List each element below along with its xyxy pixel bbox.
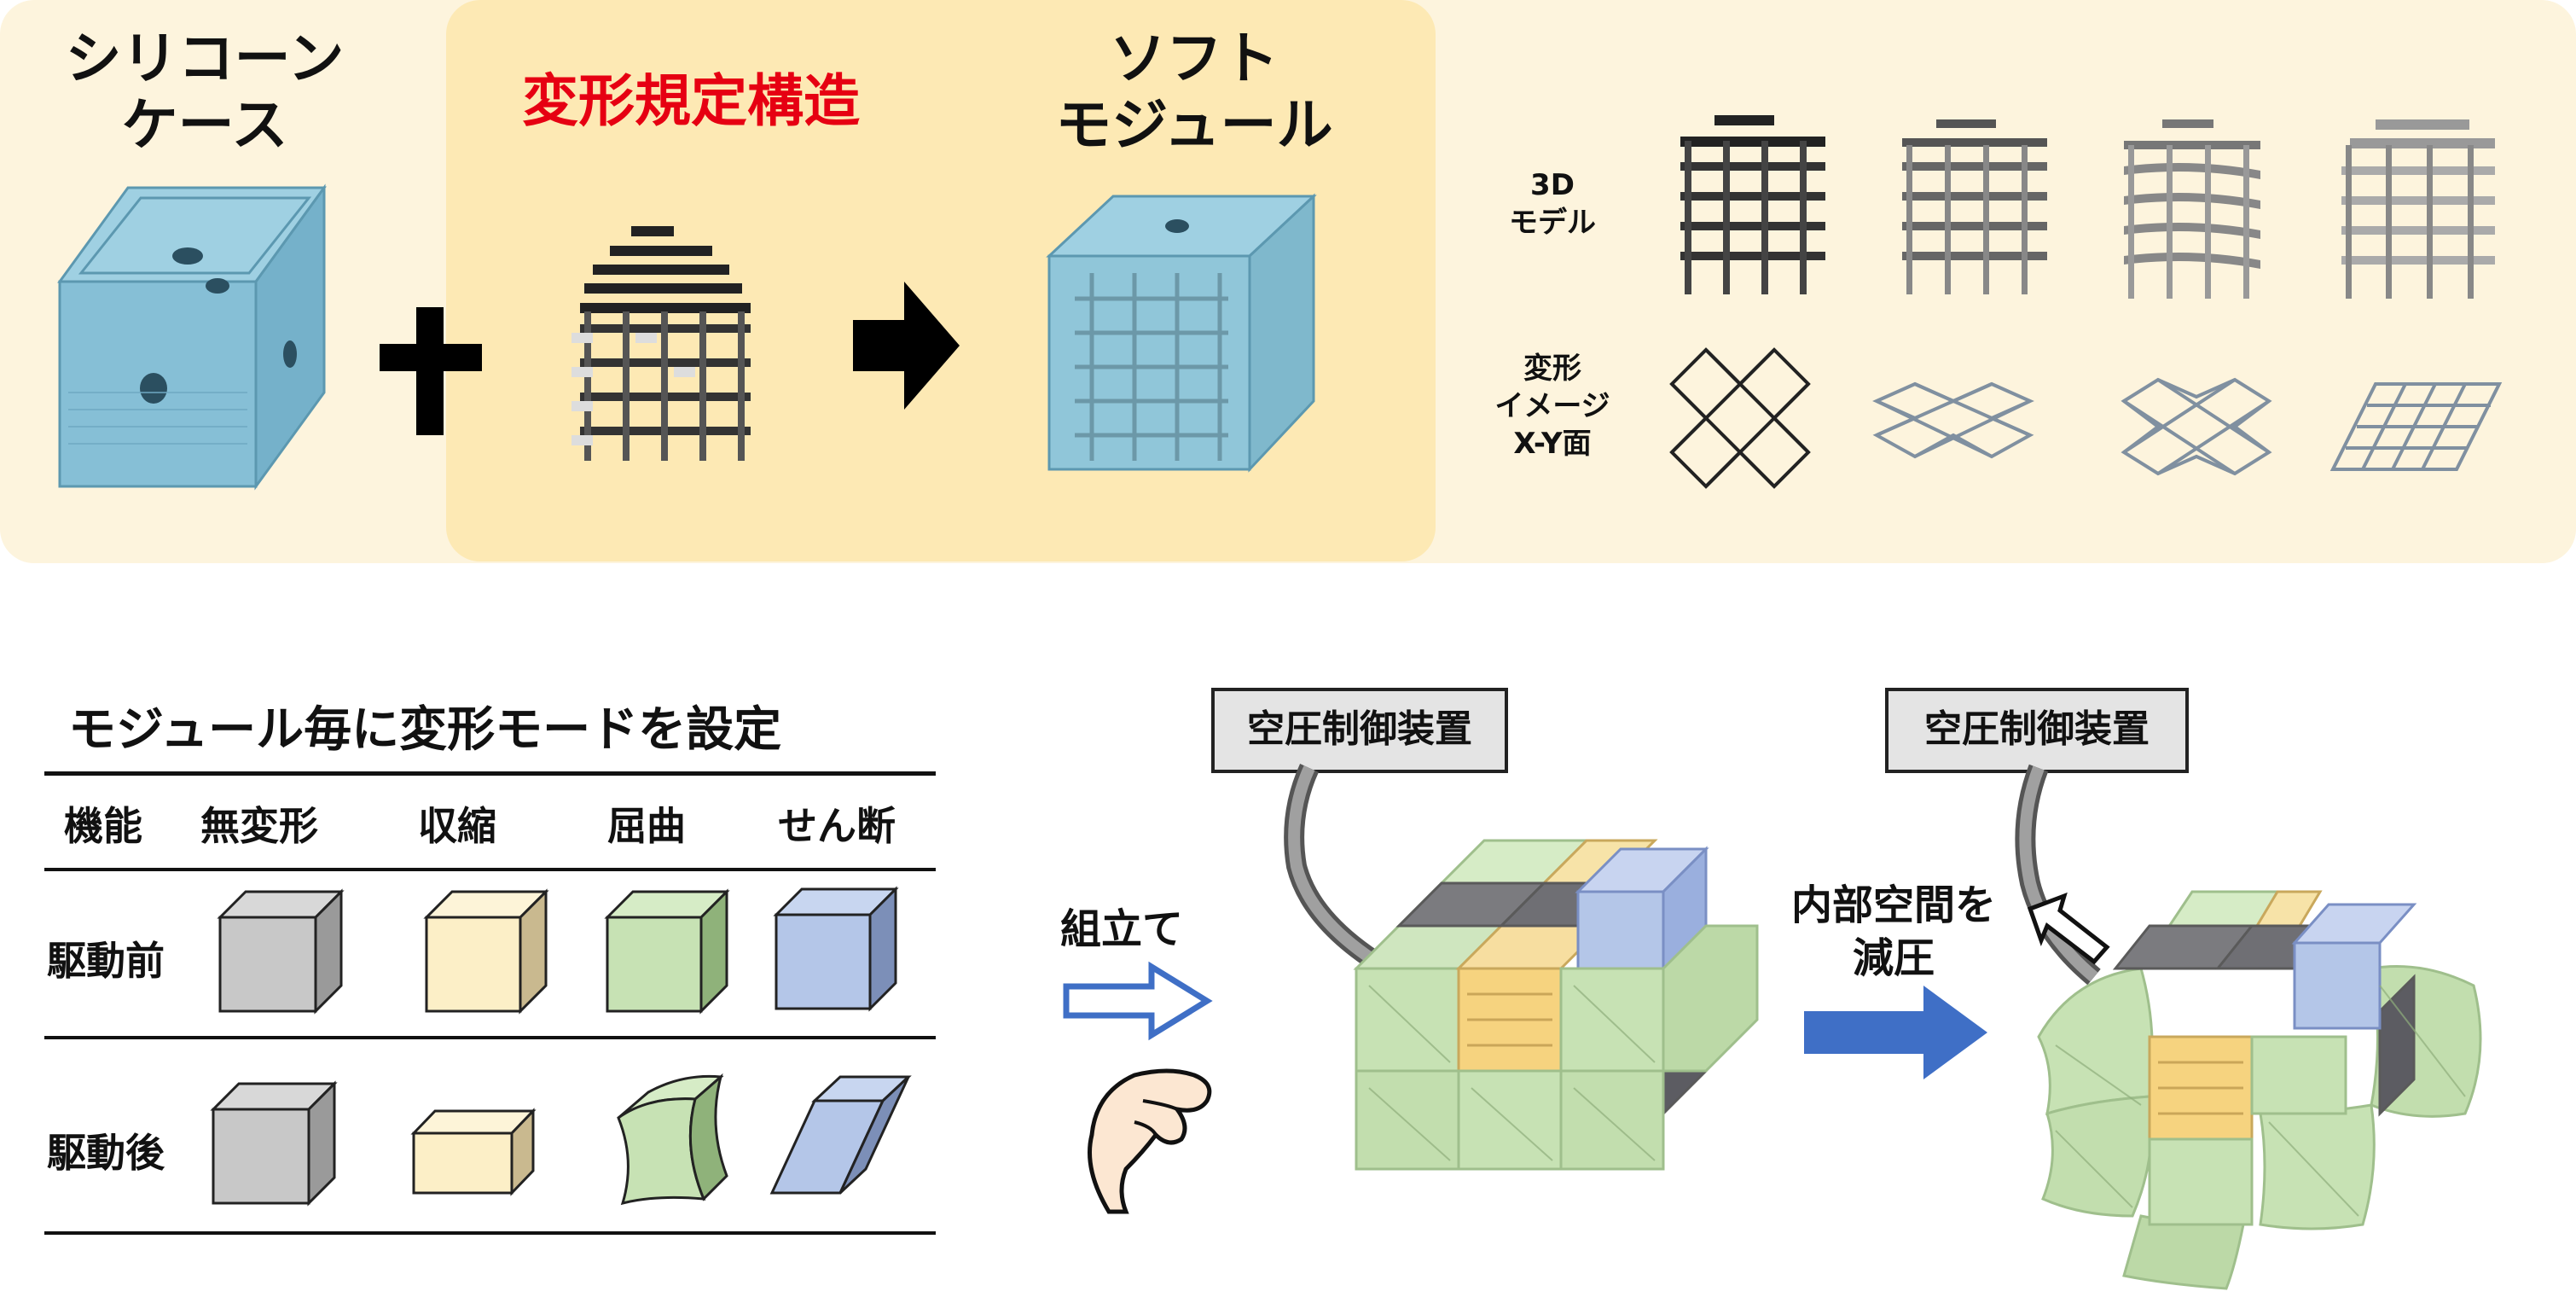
model-3d-label-line2: モデル bbox=[1509, 206, 1596, 241]
silicone-case-title-line1: シリコーン bbox=[65, 26, 345, 91]
suction-arrow-icon bbox=[2027, 892, 2110, 965]
deform-image-label-line1: 変形 bbox=[1523, 352, 1581, 386]
table-bottom-rule bbox=[44, 1231, 936, 1235]
blue-arrow-icon bbox=[1804, 986, 1987, 1079]
deform-image-no-deform bbox=[1669, 347, 1811, 489]
right-arrow-icon bbox=[853, 282, 960, 410]
deform-image-contraction bbox=[1872, 381, 2034, 459]
table-header-bending: 屈曲 bbox=[607, 803, 686, 849]
decompress-label-line1: 内部空間を bbox=[1790, 881, 1996, 929]
pneumatic-controller-box-left: 空圧制御装置 bbox=[1211, 688, 1508, 773]
deformation-structure-lattice-illustration bbox=[571, 226, 751, 461]
plus-icon bbox=[380, 307, 482, 435]
deform-image-label-line2: イメージ bbox=[1494, 389, 1610, 424]
assemble-label: 組立て bbox=[1059, 905, 1183, 953]
table-middle-rule bbox=[44, 1036, 936, 1039]
silicone-case-cube-illustration bbox=[57, 183, 327, 491]
table-header-no-deform: 無変形 bbox=[200, 803, 318, 849]
table-header-function: 機能 bbox=[64, 803, 142, 849]
assembled-modules-after bbox=[2037, 890, 2482, 1290]
soft-module-title: ソフト モジュール bbox=[1007, 26, 1382, 159]
yellow-cube-after bbox=[410, 1108, 537, 1196]
deformation-structure-title: 変形規定構造 bbox=[522, 68, 860, 134]
green-cube-after bbox=[617, 1073, 728, 1206]
table-title: モジュール毎に変形モードを設定 bbox=[68, 702, 782, 758]
model-3d-label: 3D モデル bbox=[1497, 166, 1608, 241]
lattice-model-bending bbox=[2124, 119, 2260, 299]
blue-cube-after bbox=[769, 1075, 912, 1195]
deform-image-label: 変形 イメージ X-Y面 bbox=[1484, 350, 1621, 463]
hand-pinch-icon bbox=[1088, 1068, 1212, 1214]
soft-module-cube-illustration bbox=[1046, 193, 1317, 473]
gray-cube-after bbox=[210, 1080, 338, 1207]
lattice-model-contraction bbox=[1902, 119, 2047, 294]
table-header-contraction: 収縮 bbox=[418, 803, 496, 849]
table-header-shear: せん断 bbox=[778, 803, 896, 849]
deform-image-shear bbox=[2329, 382, 2503, 471]
assembled-modules-before bbox=[1353, 839, 1759, 1171]
model-3d-label-line1: 3D bbox=[1530, 168, 1575, 202]
table-header-rule bbox=[44, 868, 936, 871]
blue-cube-before bbox=[773, 886, 899, 1012]
soft-module-title-line2: モジュール bbox=[1055, 91, 1333, 158]
gray-cube-before bbox=[217, 888, 345, 1015]
soft-module-title-line1: ソフト bbox=[1110, 26, 1279, 91]
yellow-cube-before bbox=[423, 888, 549, 1015]
air-tube-left bbox=[1284, 764, 1379, 969]
silicone-case-title: シリコーン ケース bbox=[34, 26, 375, 159]
decompress-label: 内部空間を 減圧 bbox=[1770, 879, 2017, 986]
pneumatic-controller-box-right: 空圧制御装置 bbox=[1885, 688, 2189, 773]
row-label-after: 駆動後 bbox=[47, 1130, 165, 1176]
deform-image-bending bbox=[2121, 377, 2272, 476]
lattice-model-shear bbox=[2341, 119, 2495, 299]
decompress-label-line2: 減圧 bbox=[1852, 934, 1935, 983]
green-cube-before bbox=[604, 888, 730, 1015]
outline-arrow-icon bbox=[1063, 961, 1213, 1041]
deform-image-label-line3: X-Y面 bbox=[1513, 427, 1592, 462]
table-top-rule bbox=[44, 771, 936, 776]
row-label-before: 駆動前 bbox=[47, 938, 165, 984]
silicone-case-title-line2: ケース bbox=[121, 91, 288, 158]
air-tube-right bbox=[2015, 764, 2101, 986]
lattice-model-no-deform bbox=[1680, 115, 1825, 294]
